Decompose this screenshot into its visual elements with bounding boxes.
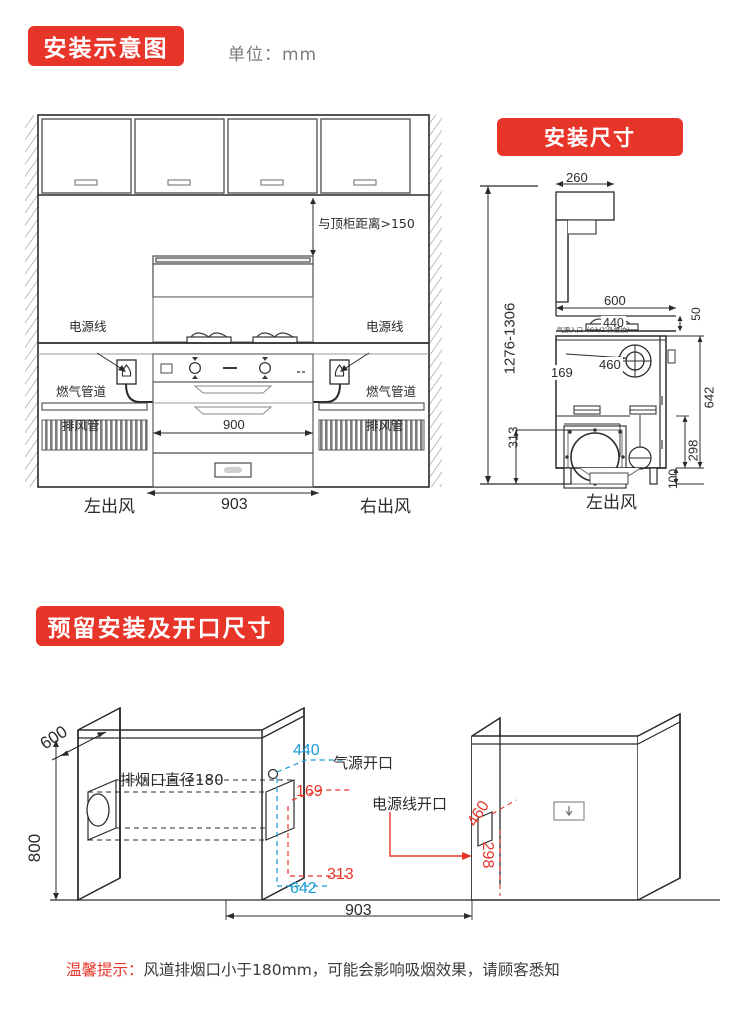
dim-cooktop-lip: 50 bbox=[689, 307, 703, 321]
dim-power-opening-x: 169 bbox=[296, 783, 323, 800]
dim-overall-width: 903 bbox=[221, 496, 248, 513]
label-gas-inlet: 气源入口（G1/2″外螺纹） bbox=[557, 326, 634, 334]
dim-reserved-height: 800 bbox=[25, 833, 44, 863]
dim-reserved-span: 903 bbox=[345, 902, 372, 919]
label-air-outlet-left: 左出风 bbox=[84, 497, 135, 517]
dim-panel-width: 460 bbox=[597, 357, 623, 372]
dim-outlet-height: 298 bbox=[685, 439, 701, 462]
dim-power-floor: 298 bbox=[479, 841, 496, 869]
dim-cooktop-width: 900 bbox=[223, 417, 245, 432]
dim-body-width: 440 bbox=[601, 316, 626, 330]
dim-gas-depth: 642 bbox=[290, 880, 317, 897]
dim-hood-depth: 260 bbox=[566, 170, 588, 185]
dim-floor-offset: 313 bbox=[505, 426, 521, 449]
dim-foot-height: 100 bbox=[666, 468, 680, 490]
dimension-drawing bbox=[480, 168, 730, 493]
reserved-opening-drawing bbox=[30, 700, 720, 930]
section-title-reserved: 预留安装及开口尺寸 bbox=[36, 606, 284, 646]
label-air-outlet-side: 左出风 bbox=[586, 493, 637, 513]
label-exhaust-left: 排风管 bbox=[62, 418, 100, 433]
label-power-cord-left: 电源线 bbox=[69, 319, 107, 334]
footer-tip: 温馨提示：风道排烟口小于180mm，可能会影响吸烟效果，请顾客悉知 bbox=[66, 958, 560, 980]
dim-gas-opening-x: 440 bbox=[293, 742, 320, 759]
dim-left-offset: 169 bbox=[549, 365, 575, 380]
schematic-drawing bbox=[25, 114, 465, 500]
label-gas-pipe-right: 燃气管道 bbox=[366, 384, 417, 399]
dim-hood-width: 600 bbox=[604, 293, 626, 308]
label-gas-pipe-left: 燃气管道 bbox=[56, 384, 107, 399]
dim-total-height: 1276-1306 bbox=[501, 302, 519, 375]
label-gas-opening: 气源开口 bbox=[333, 754, 394, 772]
footer-tip-prefix: 温馨提示： bbox=[66, 961, 144, 979]
label-power-cord-right: 电源线 bbox=[366, 319, 404, 334]
section-title-dimensions: 安装尺寸 bbox=[497, 118, 683, 156]
label-top-cabinet-gap: 与顶柜距离>150 bbox=[318, 216, 415, 231]
unit-note: 单位：mm bbox=[228, 45, 318, 65]
dim-power-depth: 313 bbox=[327, 866, 354, 883]
label-exhaust-right: 排风管 bbox=[366, 418, 404, 433]
label-flue-diameter: 排烟口直径180 bbox=[120, 771, 224, 789]
section-title-schematic: 安装示意图 bbox=[28, 26, 184, 66]
label-power-opening: 电源线开口 bbox=[372, 795, 448, 813]
dim-body-height: 642 bbox=[701, 386, 717, 409]
footer-tip-body: 风道排烟口小于180mm，可能会影响吸烟效果，请顾客悉知 bbox=[143, 961, 560, 979]
label-air-outlet-right: 右出风 bbox=[360, 497, 411, 517]
